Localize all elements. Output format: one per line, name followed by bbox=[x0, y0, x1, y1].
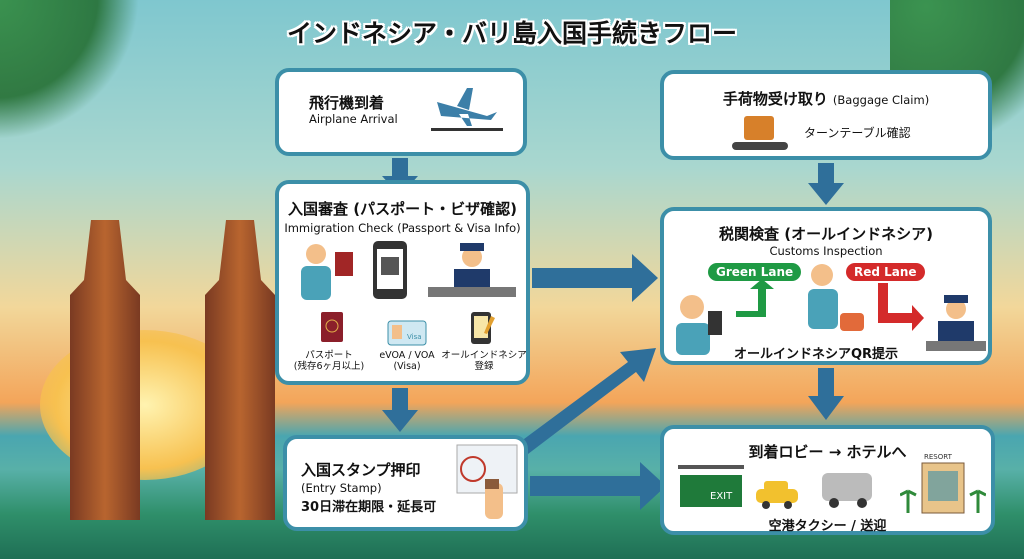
step-baggage-claim: 手荷物受け取り (Baggage Claim) ターンテーブル確認 bbox=[660, 70, 992, 160]
green-lane-badge: Green Lane bbox=[708, 263, 802, 281]
stay-limit-note: 30日滞在期限・延長可 bbox=[301, 500, 437, 515]
arrow-right-2 bbox=[530, 462, 666, 510]
step-title: 到着ロビー → ホテルへ bbox=[748, 443, 907, 461]
arrow-diagonal bbox=[520, 348, 656, 454]
traveler-with-passport-icon bbox=[301, 244, 353, 300]
step-subtitle: Customs Inspection bbox=[769, 244, 883, 258]
step-immigration-check: 入国審査 (パスポート・ビザ確認) Immigration Check (Pas… bbox=[275, 180, 530, 385]
step-title: 手荷物受け取り bbox=[722, 90, 828, 108]
resort-label: RESORT bbox=[924, 453, 953, 461]
evoa-label: eVOA / VOA bbox=[379, 350, 435, 361]
arrow-right-1 bbox=[532, 254, 658, 302]
arrow-down-1 bbox=[382, 158, 418, 196]
step-title: 入国スタンプ押印 bbox=[301, 461, 421, 479]
customs-officer-icon bbox=[926, 295, 986, 351]
step-title: 飛行機到着 bbox=[309, 94, 385, 112]
traveler-with-goods-icon bbox=[808, 264, 864, 331]
step-arrival-lobby: 到着ロビー → ホテルへ EXIT RESORT 空港タクシー / 送迎 bbox=[660, 425, 995, 535]
green-arrow-icon bbox=[736, 279, 774, 317]
evoa-note: (Visa) bbox=[393, 361, 421, 372]
exit-sign-icon: EXIT bbox=[678, 465, 744, 507]
step-title: 入国審査 (パスポート・ビザ確認) bbox=[288, 200, 517, 218]
arrow-down-2 bbox=[382, 388, 418, 432]
step-subtitle: (Baggage Claim) bbox=[832, 93, 930, 107]
step-customs-inspection: 税関検査 (オールインドネシア) Customs Inspection Gree… bbox=[660, 207, 992, 365]
red-arrow-icon bbox=[878, 283, 924, 331]
transport-note: 空港タクシー / 送迎 bbox=[768, 519, 887, 534]
passport-label: パスポート bbox=[305, 350, 353, 361]
step-subtitle: Airplane Arrival bbox=[309, 112, 398, 126]
visa-card-icon: Visa bbox=[387, 320, 427, 346]
all-indonesia-note: 登録 bbox=[474, 361, 494, 372]
stamped-passport-icon bbox=[456, 444, 518, 519]
resort-hotel-icon: RESORT bbox=[900, 453, 986, 514]
page-title: インドネシア・バリ島入国手続きフロー bbox=[286, 19, 737, 48]
palm-leaves-left bbox=[0, 0, 140, 140]
baggage-carousel-icon bbox=[732, 116, 788, 150]
step-airplane-arrival: 飛行機到着 Airplane Arrival bbox=[275, 68, 527, 156]
step-title: 税関検査 (オールインドネシア) bbox=[719, 225, 933, 243]
red-lane-badge: Red Lane bbox=[846, 263, 925, 281]
all-indonesia-label: オールインドネシア bbox=[441, 350, 527, 361]
qr-note: オールインドネシアQR提示 bbox=[734, 347, 899, 362]
immigration-officer-icon bbox=[428, 243, 516, 297]
taxi-icon bbox=[756, 481, 798, 509]
passport-note: (残存6ヶ月以上) bbox=[293, 361, 365, 372]
airplane-icon bbox=[431, 88, 503, 131]
arrow-down-3 bbox=[808, 163, 844, 205]
traveler-showing-qr-icon bbox=[676, 295, 722, 355]
visa-card-label: Visa bbox=[407, 333, 422, 341]
turntable-note: ターンテーブル確認 bbox=[804, 126, 911, 140]
passport-icon bbox=[321, 312, 343, 342]
registration-phone-icon bbox=[471, 312, 495, 344]
exit-label: EXIT bbox=[710, 491, 733, 502]
step-entry-stamp: 入国スタンプ押印 (Entry Stamp) 30日滞在期限・延長可 bbox=[283, 435, 528, 531]
qr-phone-icon bbox=[373, 241, 407, 299]
step-subtitle: Immigration Check (Passport & Visa Info) bbox=[284, 221, 521, 235]
shuttle-van-icon bbox=[822, 473, 872, 508]
arrow-down-4 bbox=[808, 368, 844, 420]
step-subtitle: (Entry Stamp) bbox=[301, 481, 382, 495]
